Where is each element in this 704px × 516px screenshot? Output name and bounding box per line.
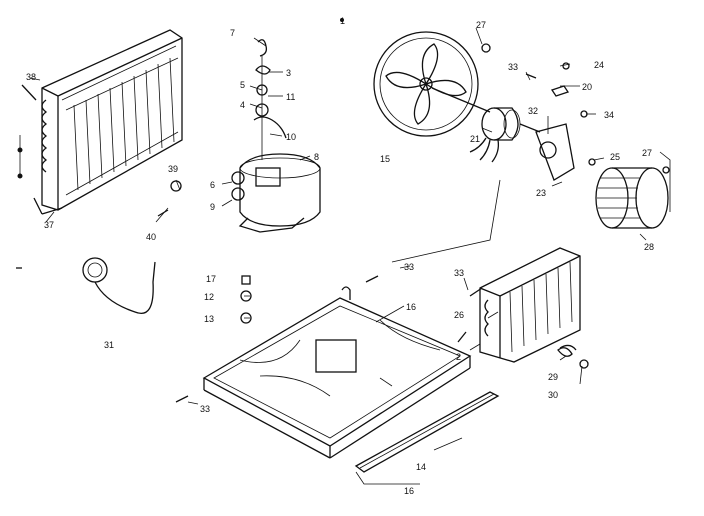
label-30: 30 [548,390,558,400]
label-29: 29 [548,372,558,382]
label-33-right: 33 [454,268,464,278]
label-37: 37 [44,220,54,230]
label-27-top: 27 [476,20,486,30]
label-13: 13 [204,314,214,324]
compressor [231,39,321,233]
label-3: 3 [286,68,291,78]
label-17: 17 [206,274,216,284]
label-33-top: 33 [508,62,518,72]
base-rail [354,391,500,473]
label-20: 20 [582,82,592,92]
label-31: 31 [104,340,114,350]
capillary-tube [82,257,156,314]
label-39: 39 [168,164,178,174]
label-15: 15 [380,154,390,164]
label-25: 25 [610,152,620,162]
label-33-bottom: 33 [200,404,210,414]
label-11: 11 [286,92,295,102]
evaporator-coil [479,247,581,363]
label-34: 34 [604,110,614,120]
registration-marks [16,18,344,269]
label-5: 5 [240,80,245,90]
label-16-bottom: 16 [404,486,414,496]
label-4: 4 [240,100,245,110]
label-26: 26 [454,310,464,320]
label-14: 14 [416,462,426,472]
label-10: 10 [286,132,296,142]
condenser-coil [17,29,183,215]
label-6: 6 [210,180,215,190]
fan-blade [373,31,491,137]
label-24: 24 [594,60,604,70]
part-labels: 38 37 7 3 5 11 4 10 8 6 9 39 40 27 24 33… [26,16,654,496]
label-32: 32 [528,106,538,116]
label-27-right: 27 [642,148,652,158]
base-pan [202,297,472,459]
label-21: 21 [470,134,480,144]
label-12: 12 [204,292,214,302]
label-7: 7 [230,28,235,38]
blower-wheel [595,167,669,229]
label-16-top: 16 [406,302,416,312]
label-28: 28 [644,242,654,252]
label-2: 2 [456,352,461,362]
label-9: 9 [210,202,215,212]
label-23: 23 [536,188,546,198]
hardware-parts [157,43,670,403]
label-33-mid: 33 [404,262,414,272]
label-38: 38 [26,72,36,82]
label-40: 40 [146,232,156,242]
leader-lines [29,27,671,485]
label-8: 8 [314,152,319,162]
fan-motor [469,107,575,181]
